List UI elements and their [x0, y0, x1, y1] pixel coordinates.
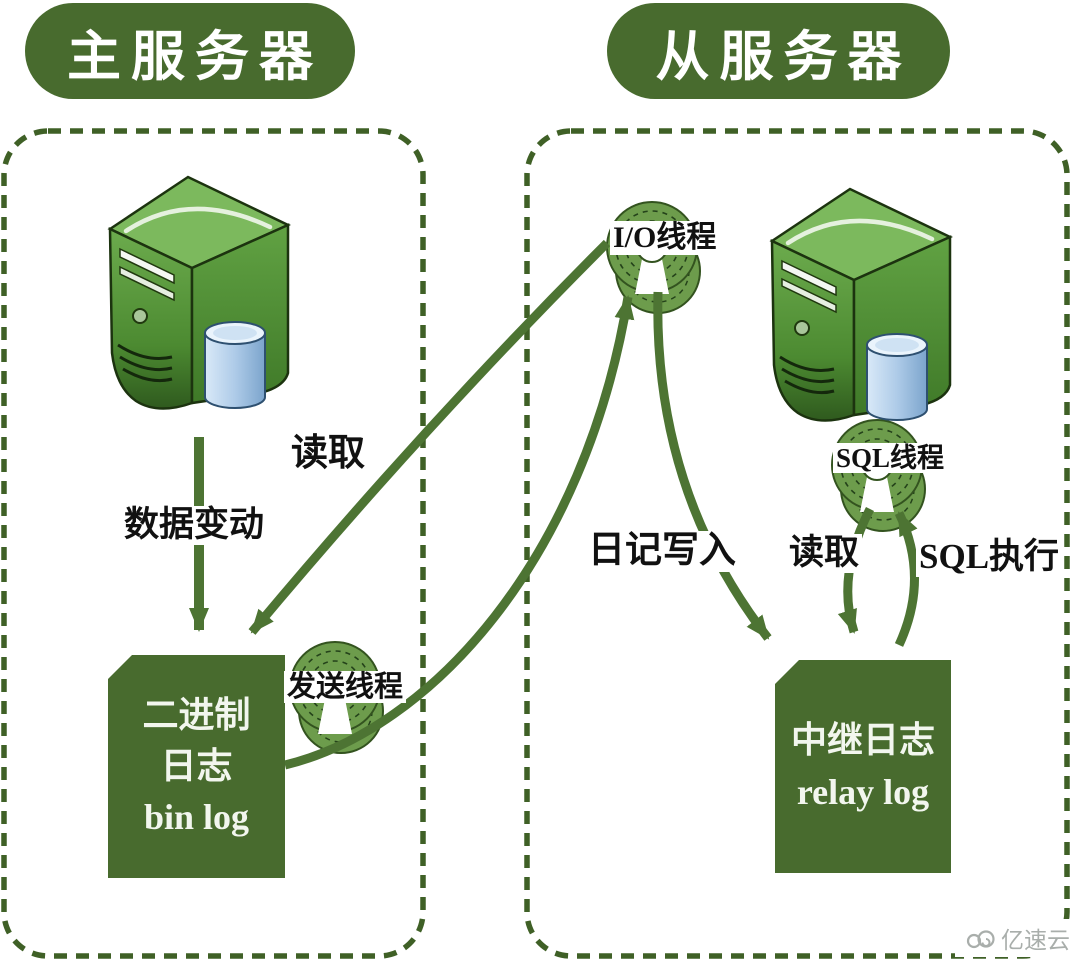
send-to-io-arrow — [283, 295, 635, 770]
cloud-logo-icon — [966, 930, 995, 949]
master-server-title: 主服务器 — [25, 3, 355, 99]
bin-log-box: 二进制 日志 bin log — [108, 655, 285, 878]
sql-exec-arrow — [894, 511, 919, 647]
watermark: 亿速云 — [955, 919, 1074, 957]
slave-server-title-text: 从服务器 — [655, 26, 912, 87]
log-write-label: 日记写入 — [585, 531, 739, 572]
relay-log-line2: relay log — [796, 771, 930, 812]
slave-server-title: 从服务器 — [607, 3, 950, 99]
read-relaylog-label: 读取 — [786, 534, 863, 573]
bin-log-line3: bin log — [143, 797, 250, 838]
relay-log-line1: 中继日志 — [790, 720, 935, 761]
io-thread-label: I/O线程 — [610, 221, 720, 255]
sql-thread-spool-icon — [831, 419, 926, 532]
send-thread-label: 发送线程 — [284, 671, 407, 704]
data-change-label: 数据变动 — [121, 506, 268, 545]
sql-thread-label: SQL线程 — [833, 443, 948, 474]
master-server-title-text: 主服务器 — [67, 26, 323, 87]
master-server-icon — [110, 177, 288, 409]
log-write-arrow — [653, 291, 772, 641]
read-binlog-label: 读取 — [288, 434, 368, 475]
sql-exec-label: SQL执行 — [916, 538, 1063, 577]
read-relaylog-arrow — [837, 506, 875, 634]
read-binlog-arrow — [248, 239, 611, 635]
bin-log-line1: 二进制 — [142, 694, 251, 735]
relay-log-box: 中继日志 relay log — [775, 660, 951, 873]
watermark-text: 亿速云 — [1001, 927, 1070, 953]
slave-dashed-container — [524, 128, 1070, 959]
master-dashed-container — [1, 128, 426, 959]
bin-log-line2: 日志 — [160, 745, 233, 786]
slave-server-icon — [772, 189, 950, 421]
